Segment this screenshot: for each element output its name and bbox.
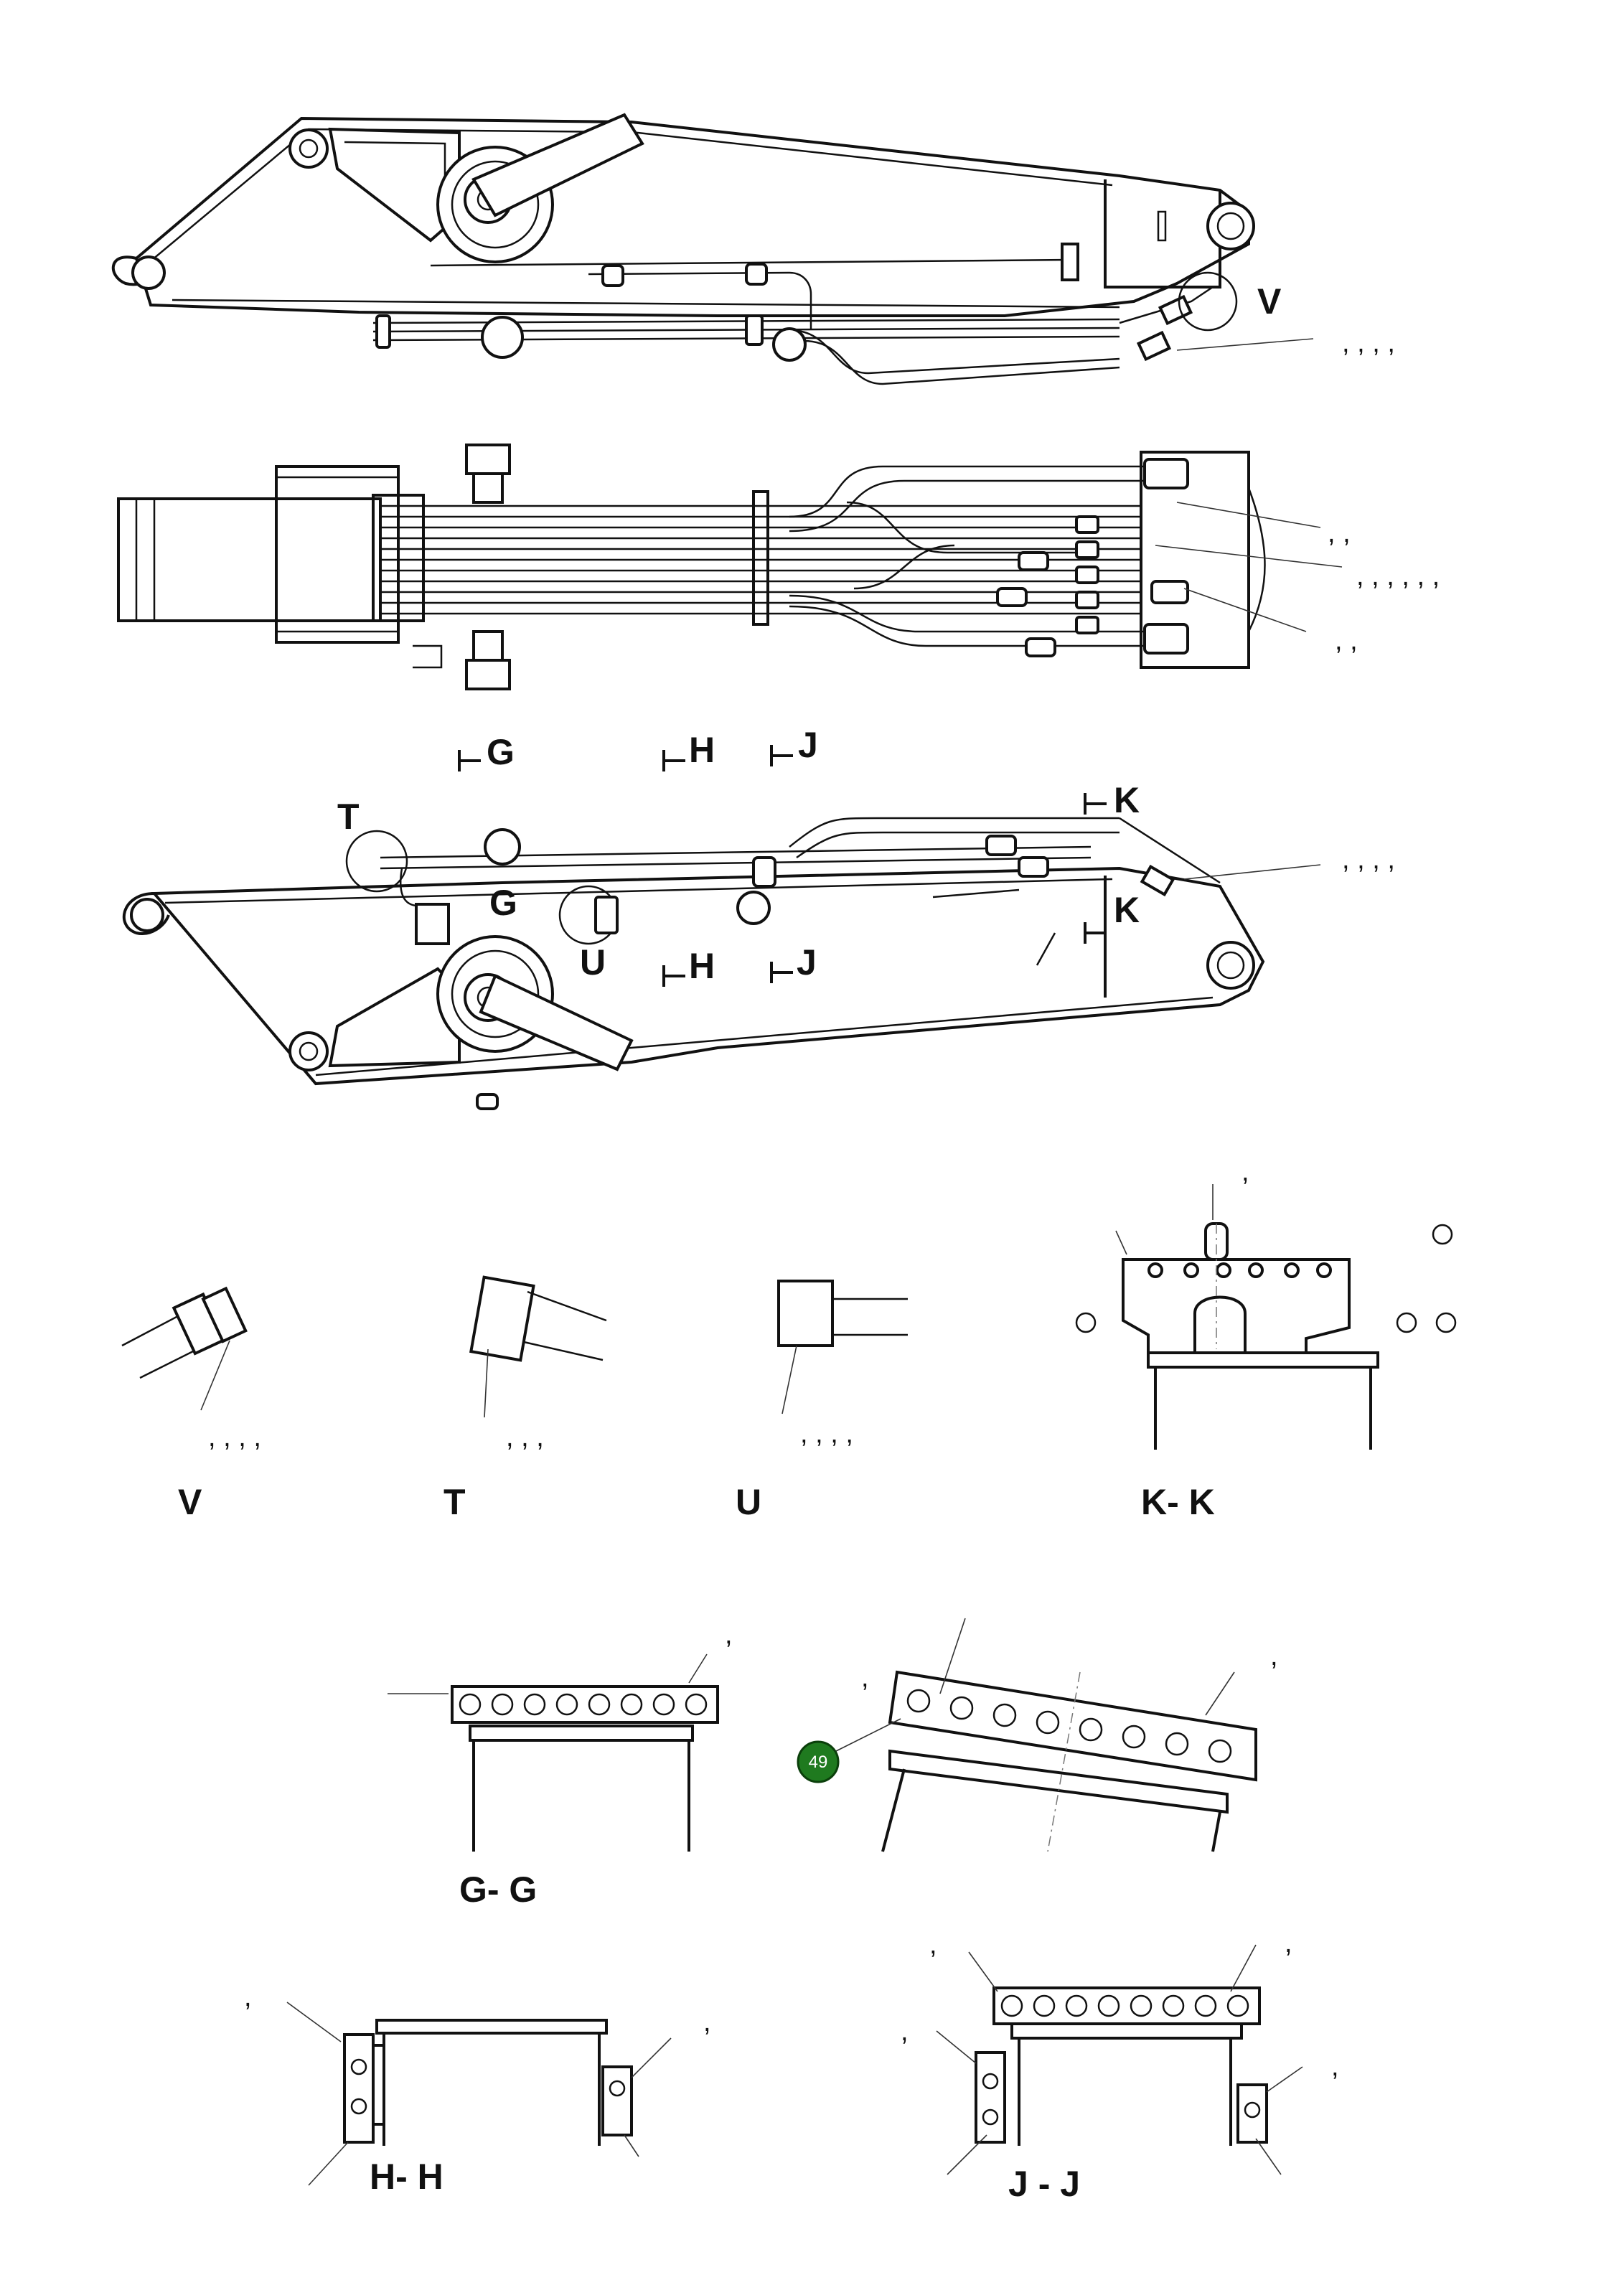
section-marker-h-label: H <box>689 730 715 770</box>
boom-side-view-bottom: T U <box>122 797 1321 1110</box>
callout-commas-12: , <box>244 1982 252 2012</box>
section-marker-k-label: K <box>1114 780 1140 820</box>
section-marker-g2-label: G <box>489 883 517 923</box>
section-j-j-drawing <box>936 1944 1303 2175</box>
boom-top-view <box>117 444 1343 690</box>
callout-commas-9: , , , , <box>800 1419 853 1449</box>
callout-commas-6: , <box>1242 1157 1249 1187</box>
callout-commas-3: , , , , , , <box>1356 561 1440 591</box>
detail-u-drawing <box>777 1280 908 1415</box>
callout-commas-4: , , <box>1335 626 1358 656</box>
view-label-k-k: K- K <box>1141 1482 1215 1522</box>
section-marker-g: G <box>458 732 515 772</box>
section-marker-g-label: G <box>487 732 515 772</box>
callout-commas-15: , <box>1285 1928 1292 1958</box>
view-label-j-j: J - J <box>1008 2164 1080 2204</box>
callout-commas-16: , <box>901 2017 909 2047</box>
callout-commas-18: , <box>861 1663 869 1693</box>
view-label-t: T <box>443 1482 466 1522</box>
callout-commas-14: , <box>929 1930 937 1960</box>
callout-commas-13: , <box>703 2007 711 2037</box>
callout-commas-11: , <box>1270 1641 1278 1671</box>
callout-badge-number[interactable]: 49 <box>809 1753 828 1772</box>
boom-side-view-top <box>111 113 1314 385</box>
view-label-v: V <box>178 1482 202 1522</box>
callout-badge[interactable]: 49 <box>797 1740 840 1783</box>
callout-commas-1: , , , , <box>1342 328 1395 358</box>
detail-callout-t: T <box>337 797 360 837</box>
section-marker-j2-label: J <box>797 942 817 982</box>
section-k-k-drawing <box>1075 1184 1457 1450</box>
detail-v-drawing <box>121 1286 248 1411</box>
section-marker-h: H <box>662 730 715 771</box>
section-marker-k2-label: K <box>1114 890 1140 930</box>
callout-commas-10: , <box>725 1620 733 1650</box>
view-label-u: U <box>736 1482 761 1522</box>
detail-callout-v: V <box>1257 281 1282 322</box>
detail-t-drawing <box>469 1275 607 1418</box>
callout-commas-7: , , , , <box>208 1422 261 1453</box>
section-g-g-drawing <box>388 1653 719 1852</box>
section-marker-j-label: J <box>798 725 818 765</box>
callout-commas-2: , , <box>1328 518 1351 548</box>
section-marker-h2-label: H <box>689 946 715 986</box>
section-h-h-drawing <box>286 2002 672 2186</box>
callout-badge-circle[interactable] <box>797 1740 840 1783</box>
view-label-h-h: H- H <box>370 2157 443 2197</box>
callout-commas-8: , , , <box>506 1422 544 1453</box>
detail-callout-u: U <box>580 942 606 982</box>
view-label-g-g: G- G <box>459 1869 537 1910</box>
section-g-g-perspective <box>835 1618 1257 1852</box>
section-marker-j: J <box>770 725 818 766</box>
section-marker-k: K <box>1084 780 1140 820</box>
callout-commas-17: , <box>1331 2052 1339 2082</box>
callout-commas-5: , , , , <box>1342 845 1395 875</box>
